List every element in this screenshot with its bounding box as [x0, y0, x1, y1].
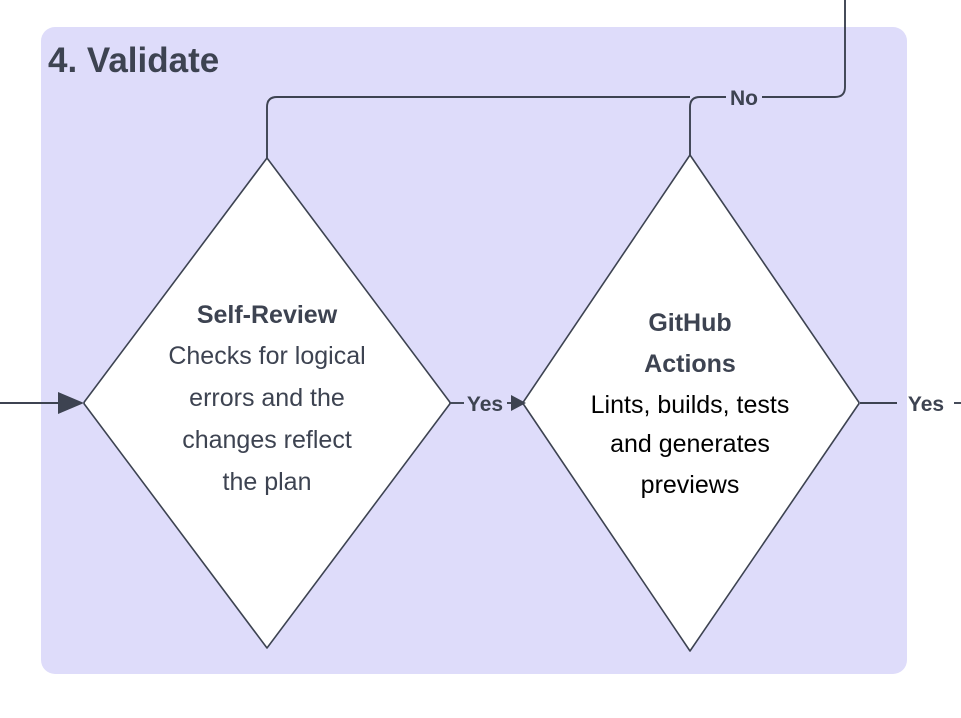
edge-incoming-arrowhead — [58, 392, 84, 414]
node-self-review-title: Self-Review — [197, 301, 338, 329]
edge-no-right-segment — [762, 0, 846, 98]
node-github-actions-body-line-1: Lints, builds, tests — [591, 391, 790, 419]
edge-label-yes-left: Yes — [467, 393, 503, 416]
node-github-actions-body-line-3: previews — [641, 471, 740, 499]
edge-no-branch-to-github-actions — [689, 96, 726, 155]
edge-label-no: No — [730, 87, 758, 110]
node-self-review-body-line-3: changes reflect — [182, 426, 352, 454]
edge-label-yes-right: Yes — [908, 393, 944, 416]
edge-yes-left-arrowhead — [511, 395, 526, 411]
edge-no-branch-to-self-review — [266, 96, 690, 158]
node-self-review-shape[interactable] — [83, 157, 451, 649]
node-github-actions-title-line-2: Actions — [644, 350, 736, 378]
page-title: 4. Validate — [48, 41, 219, 80]
node-self-review-body-line-4: the plan — [223, 468, 312, 496]
node-self-review-body-line-2: errors and the — [189, 384, 345, 412]
node-self-review-body-line-1: Checks for logical — [168, 342, 365, 370]
node-github-actions-title-line-1: GitHub — [648, 309, 731, 337]
node-github-actions-body-line-2: and generates — [610, 430, 770, 458]
